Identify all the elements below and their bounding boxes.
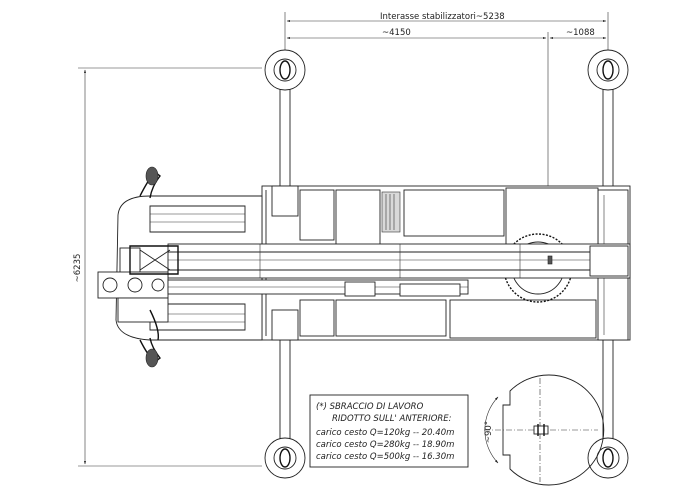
note-line-1: carico cesto Q=120kg -- 20.40m — [316, 428, 454, 438]
front-length-label: ~4150 — [382, 28, 411, 38]
dimension-overall-width: ~6235 — [73, 67, 262, 467]
dimension-stabilizer-spacing: Interasse stabilizzatori~5238 — [284, 12, 609, 55]
outrigger-rear-right — [587, 339, 629, 479]
note-title: (*) SBRACCIO DI LAVORO — [316, 402, 424, 412]
note-line-2: carico cesto Q=280kg -- 18.90m — [316, 440, 454, 450]
rotation-angle-label: ~90° — [484, 421, 494, 443]
rotation-detail: ~90° — [484, 374, 605, 486]
outrigger-front-right — [264, 339, 306, 479]
overall-width-label: ~6235 — [73, 254, 83, 283]
work-reach-note: (*) SBRACCIO DI LAVORO RIDOTTO SULL' ANT… — [309, 394, 469, 468]
rear-length-label: ~1088 — [566, 28, 595, 38]
dimension-front-length: ~4150 — [286, 28, 549, 200]
outrigger-rear-left — [587, 49, 629, 197]
note-subtitle: RIDOTTO SULL' ANTERIORE: — [332, 414, 452, 424]
note-line-3: carico cesto Q=500kg -- 16.30m — [316, 452, 454, 462]
outrigger-front-left — [264, 49, 306, 197]
telescopic-boom — [167, 243, 631, 279]
stabilizer-spacing-label: Interasse stabilizzatori~5238 — [380, 12, 505, 22]
boom-head-and-linkage — [97, 245, 469, 341]
dimension-rear-length: ~1088 — [549, 28, 607, 40]
